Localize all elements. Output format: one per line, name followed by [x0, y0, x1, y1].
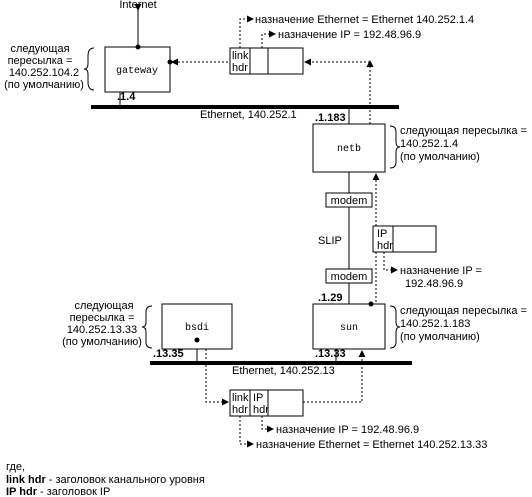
netb-next-hop-3: (по умолчанию) — [400, 151, 480, 163]
bottom-frame-link-hdr-2: hdr — [232, 404, 248, 416]
gateway-right-dot — [167, 59, 173, 65]
bottom-eth-pointer — [239, 416, 254, 448]
slip-label: SLIP — [318, 235, 342, 247]
slip-ip-pointer — [383, 252, 398, 274]
gateway-next-hop-3: 140.252.104.2 — [9, 67, 79, 79]
legend-link-term: link hdr — [6, 474, 46, 486]
bottom-frame-ip-hdr-2: hdr — [253, 404, 269, 416]
legend-link-line: link hdr - заголовок канального уровня — [6, 474, 205, 486]
netb-brace — [389, 125, 401, 169]
slip-ip-destination-1: назначение IP = — [400, 265, 482, 277]
bottom-eth-destination: назначение Ethernet = Ethernet 140.252.1… — [256, 439, 487, 451]
netb-next-hop-1: следующая пересылка = — [400, 125, 527, 137]
sun-next-hop-1: следующая пересылка = — [400, 305, 527, 317]
bottom-ip-destination: назначение IP = 192.48.96.9 — [276, 424, 419, 436]
gateway-next-hop-2: пересылка = — [8, 55, 73, 67]
legend-ip-line: IP hdr - заголовок IP — [6, 486, 110, 497]
sun-bottom-interface-label: .13.33 — [315, 348, 346, 360]
bsdi-dot — [194, 337, 200, 343]
ethernet-top-label: Ethernet, 140.252.1 — [200, 109, 297, 121]
modem-top-label: modem — [331, 195, 368, 207]
legend-ip-desc: - заголовок IP — [37, 486, 110, 497]
bottom-frame-ip-hdr-1: IP — [253, 392, 263, 404]
slip-frame — [372, 225, 437, 253]
top-eth-destination: назначение Ethernet = Ethernet 140.252.1… — [255, 14, 474, 26]
bsdi-next-hop-2: пересылка = — [70, 312, 135, 324]
slip-frame-ip-hdr-2: hdr — [377, 240, 393, 252]
ethernet-bottom-label: Ethernet, 140.252.13 — [232, 365, 335, 377]
netb-host-label: netb — [337, 143, 361, 155]
legend-where: где, — [6, 461, 25, 473]
bsdi-brace — [141, 305, 153, 349]
sun-top-dot — [368, 301, 374, 307]
bottom-frame — [229, 389, 304, 417]
bsdi-interface-label: .13.35 — [153, 348, 184, 360]
modem-bottom-label: modem — [331, 271, 368, 283]
legend-link-desc: - заголовок канального уровня — [46, 474, 205, 486]
sun-host-label: sun — [340, 323, 358, 334]
bsdi-to-bottom-frame-arrow — [205, 349, 229, 406]
top-frame — [229, 47, 304, 75]
slip-frame-ip-hdr-1: IP — [377, 228, 387, 240]
top-frame-link-hdr-2: hdr — [232, 62, 248, 74]
bsdi-next-hop-3: 140.252.13.33 — [67, 324, 137, 336]
slip-ip-destination-2: 192.48.96.9 — [405, 278, 463, 290]
bottom-ip-pointer — [261, 416, 274, 433]
gateway-host — [104, 46, 171, 93]
gateway-brace — [83, 47, 95, 91]
top-ip-destination: назначение IP = 192.48.96.9 — [278, 29, 421, 41]
sun-brace — [389, 305, 401, 349]
bsdi-next-hop-1: следующая — [74, 300, 133, 312]
top-frame-link-hdr-1: link — [232, 50, 249, 62]
bottom-frame-link-hdr-1: link — [232, 392, 249, 404]
sun-top-interface-label: .1.29 — [318, 292, 342, 304]
sun-host — [312, 303, 386, 350]
internet-label: Internet — [119, 0, 156, 11]
gateway-next-hop-4: (по умолчанию) — [4, 79, 84, 91]
legend-ip-term: IP hdr — [6, 486, 38, 497]
netb-next-hop-2: 140.252.1.4 — [400, 138, 458, 150]
gateway-top-dot — [135, 44, 141, 50]
gateway-interface-label: .1.4 — [117, 91, 136, 103]
top-eth-pointer — [239, 15, 254, 48]
sun-next-hop-2: 140.252.1.183 — [400, 318, 470, 330]
sun-next-hop-3: (по умолчанию) — [400, 331, 480, 343]
gateway-host-label: gateway — [116, 66, 158, 77]
gateway-next-hop-1: следующая — [10, 43, 69, 55]
bsdi-host-label: bsdi — [185, 322, 209, 334]
top-ip-pointer — [261, 30, 276, 48]
netb-interface-label: .1.183 — [315, 112, 346, 124]
bottom-frame-to-sun-arrow — [303, 350, 366, 403]
bsdi-next-hop-4: (по умолчанию) — [62, 336, 142, 348]
